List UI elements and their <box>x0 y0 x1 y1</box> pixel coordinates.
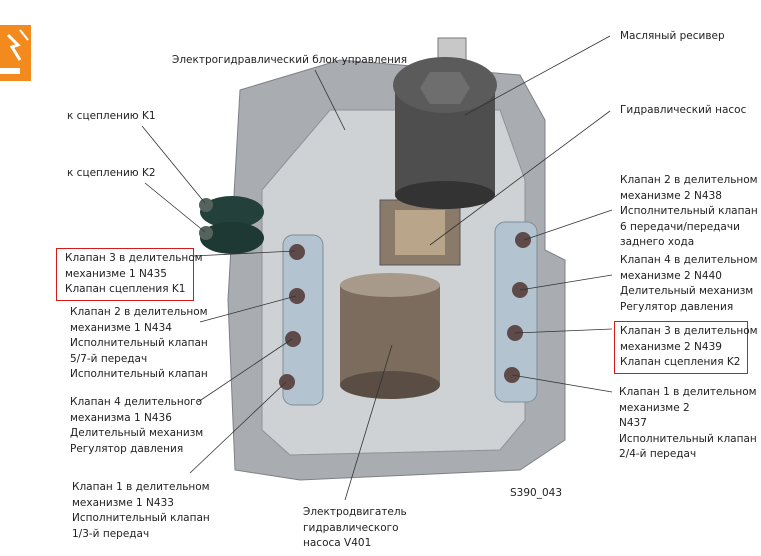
pump-motor <box>340 273 440 399</box>
valve-block-2 <box>494 221 538 403</box>
warning-logo-icon <box>0 25 31 81</box>
figure-id: S390_043 <box>510 487 562 499</box>
valve-block-1 <box>279 234 324 406</box>
leader-lines <box>141 35 613 501</box>
hydraulic-pump <box>379 199 461 266</box>
label-to-k2: к сцеплению K2 <box>67 167 156 179</box>
label-to-k1: к сцеплению K1 <box>67 110 156 122</box>
oil-receiver <box>393 37 497 209</box>
clutch-boots <box>199 196 264 254</box>
label-ecu-block: Электрогидравлический блок управления <box>172 54 408 66</box>
label-oil-receiver: Масляный ресивер <box>620 30 725 42</box>
label-hyd-pump: Гидравлический насос <box>620 104 747 116</box>
